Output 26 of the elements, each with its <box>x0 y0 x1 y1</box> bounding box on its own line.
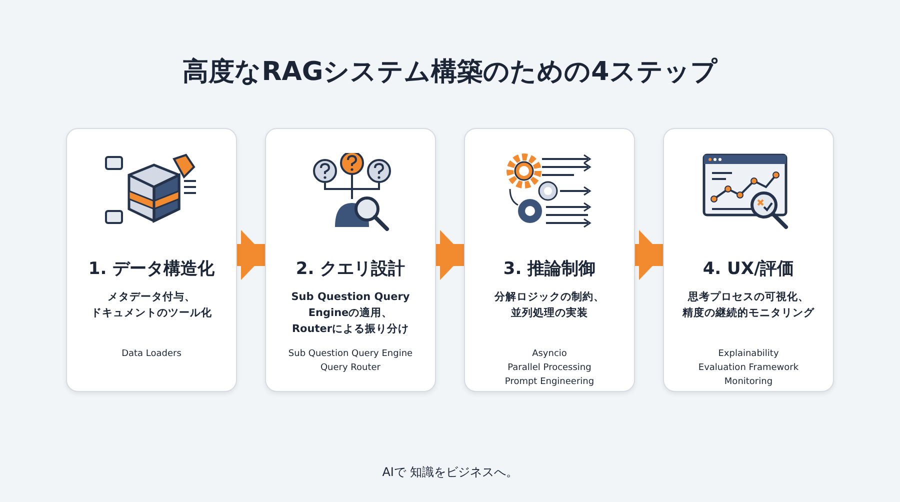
arrow <box>635 230 663 280</box>
step-heading: 3. 推論制御 <box>502 258 597 280</box>
step-description: Sub Question Query Engineの適用、Routerによる振り分け <box>290 290 411 337</box>
step-card <box>663 128 834 392</box>
tool-name: Explainability <box>718 348 779 361</box>
arrow <box>237 230 265 280</box>
tool-name: Asyncio <box>532 348 567 361</box>
title: 高度なRAGシステム構築のための4ステップ <box>182 56 719 89</box>
tool-name: Query Router <box>320 362 381 375</box>
tool-name: Parallel Processing <box>508 362 592 375</box>
step-card <box>265 128 436 392</box>
tool-name: Prompt Engineering <box>504 376 594 389</box>
step-heading: 2. クエリ設計 <box>294 258 406 280</box>
step-description: 分解ロジックの制約、並列処理の実装 <box>493 290 606 321</box>
step-description: メタデータ付与、ドキュメントのツール化 <box>90 290 213 321</box>
arrow <box>436 230 464 280</box>
tool-name: Monitoring <box>724 376 773 389</box>
step-heading: 1. データ構造化 <box>87 258 216 280</box>
step-description: 思考プロセスの可視化、精度の継続的モニタリング <box>681 290 816 321</box>
step-card <box>66 128 237 392</box>
tool-name: Evaluation Framework <box>698 362 799 375</box>
tool-name: Sub Question Query Engine <box>288 348 413 361</box>
step-card <box>464 128 635 392</box>
tagline: AIで 知識をビジネスへ。 <box>381 464 519 481</box>
step-heading: 4. UX/評価 <box>702 258 796 280</box>
tool-name: Data Loaders <box>122 348 182 361</box>
